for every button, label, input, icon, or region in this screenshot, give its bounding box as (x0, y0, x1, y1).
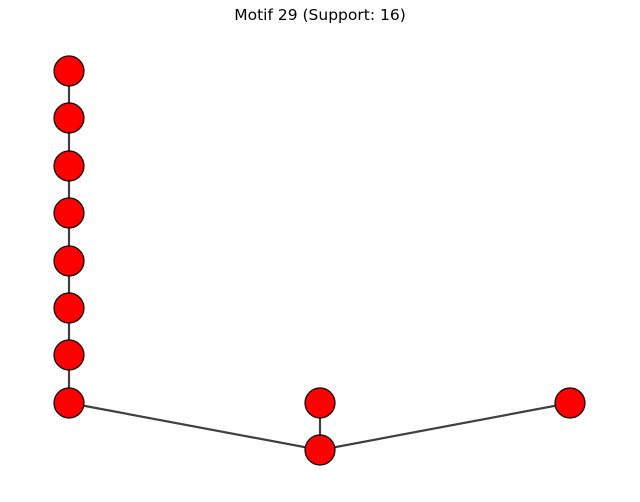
node-n5 (53, 245, 85, 277)
node-n7 (53, 339, 85, 371)
node-n8 (53, 387, 85, 419)
node-n9 (304, 387, 336, 419)
node-n3 (53, 150, 85, 182)
node-n11 (554, 387, 586, 419)
figure-title: Motif 29 (Support: 16) (234, 6, 406, 24)
node-n2 (53, 102, 85, 134)
nodes-layer (53, 55, 586, 466)
node-n6 (53, 292, 85, 324)
node-n10 (304, 434, 336, 466)
node-n1 (53, 55, 85, 87)
node-n4 (53, 197, 85, 229)
edge-n10-n11 (319, 401, 571, 452)
edge-n8-n10 (68, 401, 321, 452)
